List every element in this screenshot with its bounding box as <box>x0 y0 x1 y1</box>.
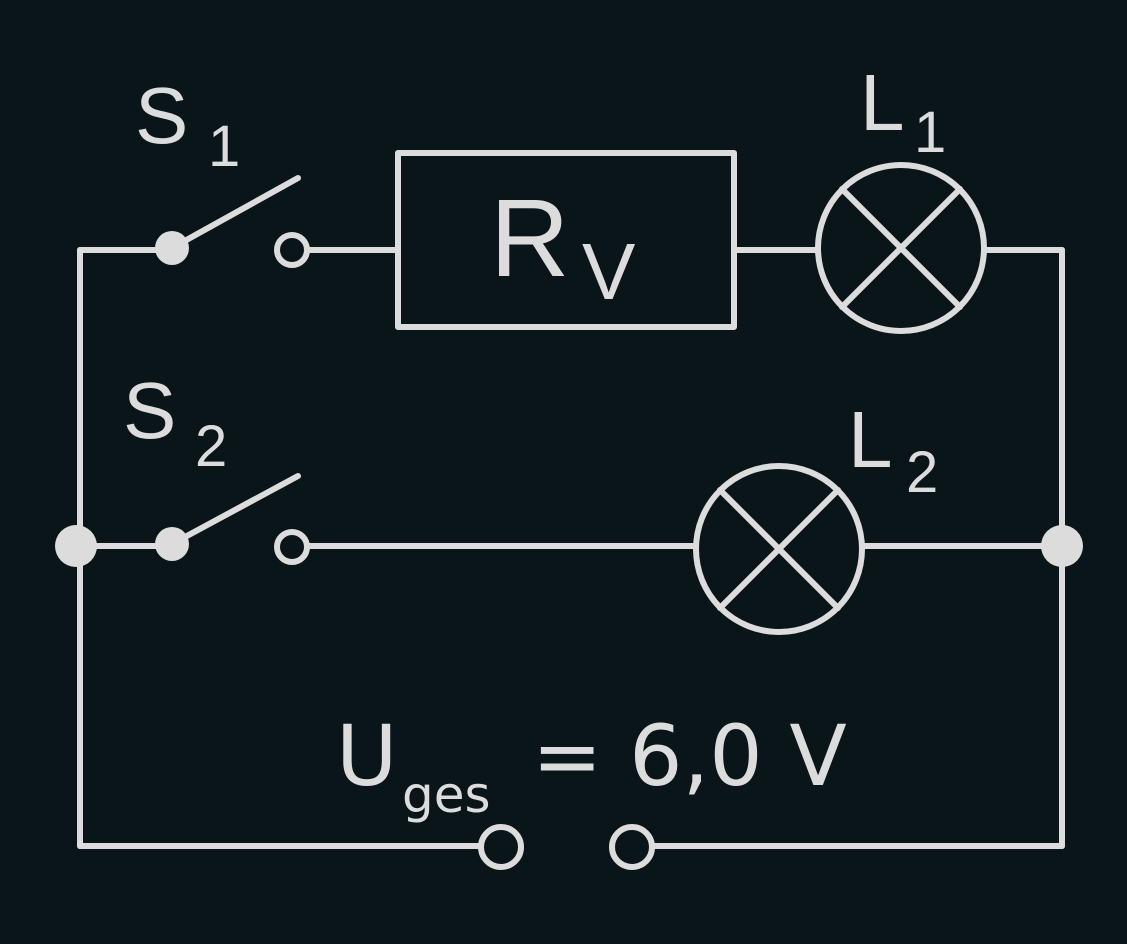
lamp-l2 <box>693 463 865 635</box>
label-l1: L 1 <box>860 58 946 165</box>
label-rv-symbol: R <box>490 177 569 300</box>
resistor-rv <box>395 150 737 330</box>
label-s2-symbol: S <box>123 366 176 455</box>
switch-s2-pivot <box>155 527 189 561</box>
switch-s2 <box>155 473 310 565</box>
switch-s1-lever <box>169 175 301 251</box>
label-s1-symbol: S <box>135 71 188 160</box>
lamp-l1-circle <box>815 162 987 334</box>
label-rv: R V <box>490 177 636 316</box>
label-s1: S 1 <box>135 71 240 179</box>
label-voltage-value: = 6,0 V <box>532 707 847 805</box>
lamp-l1-cross-b <box>839 186 963 310</box>
label-l2: L 2 <box>848 395 938 505</box>
lamp-l2-circle <box>693 463 865 635</box>
switch-s1-terminal <box>274 232 310 268</box>
label-l2-index: 2 <box>906 440 938 505</box>
switch-s1 <box>155 175 310 268</box>
label-s2: S 2 <box>123 366 227 479</box>
source-terminal-right <box>609 824 655 870</box>
label-voltage: U ges = 6,0 V <box>336 707 847 824</box>
label-s1-index: 1 <box>208 114 240 179</box>
label-l1-index: 1 <box>914 100 946 165</box>
label-rv-index: V <box>582 227 636 316</box>
lamp-l2-cross-b <box>717 487 841 611</box>
label-l1-symbol: L <box>860 58 905 147</box>
junction-left <box>55 525 97 567</box>
source-terminal-left <box>478 824 524 870</box>
label-voltage-index: ges <box>402 766 491 824</box>
lamp-l1 <box>815 162 987 334</box>
label-l2-symbol: L <box>848 395 893 484</box>
switch-s2-lever <box>169 473 301 547</box>
switch-s2-terminal <box>274 529 310 565</box>
label-voltage-symbol: U <box>336 707 397 805</box>
switch-s1-pivot <box>155 231 189 265</box>
junction-right <box>1041 525 1083 567</box>
label-s2-index: 2 <box>195 414 227 479</box>
